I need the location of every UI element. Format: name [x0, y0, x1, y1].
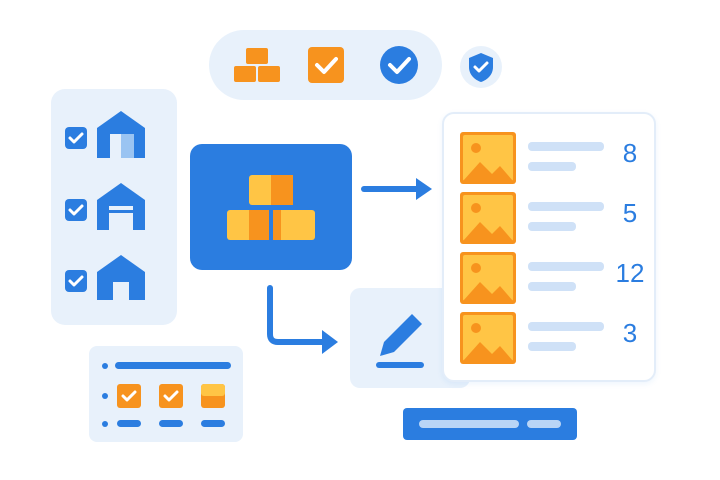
arrow-right-icon — [361, 178, 432, 200]
pencil-icon — [376, 314, 424, 368]
list-item[interactable]: 12 — [444, 252, 654, 308]
list-item[interactable]: 8 — [444, 132, 654, 188]
task-checklist-card — [89, 346, 243, 442]
image-thumbnail-icon — [460, 132, 516, 184]
item-count: 5 — [622, 198, 638, 228]
image-thumbnail-icon — [460, 192, 516, 244]
checkbox-partial-icon[interactable] — [201, 384, 225, 408]
check-square-icon — [308, 47, 344, 83]
warehouse-icon — [97, 255, 145, 300]
image-thumbnail-icon — [460, 252, 516, 304]
item-count: 12 — [615, 258, 645, 288]
checkbox-checked-icon[interactable] — [65, 270, 87, 292]
checkbox-checked-icon[interactable] — [117, 384, 141, 408]
shield-check-icon — [460, 46, 502, 88]
image-thumbnail-icon — [460, 312, 516, 364]
warehouse-icon — [97, 111, 145, 158]
item-title-line — [528, 262, 604, 271]
action-bar[interactable] — [403, 408, 577, 440]
item-count: 8 — [622, 138, 638, 168]
item-title-line — [528, 322, 604, 331]
item-subtitle-line — [528, 162, 576, 171]
status-pill — [209, 30, 442, 100]
action-bar-segment — [527, 420, 561, 428]
item-count: 3 — [622, 318, 638, 348]
stacked-boxes-icon — [227, 175, 315, 240]
checkbox-checked-icon[interactable] — [159, 384, 183, 408]
boxes-icon — [234, 48, 280, 82]
product-list: 8 5 12 3 — [442, 112, 656, 382]
action-bar-segment — [419, 420, 519, 428]
warehouse-icon — [97, 183, 145, 230]
item-title-line — [528, 142, 604, 151]
checkbox-checked-icon[interactable] — [65, 127, 87, 149]
item-subtitle-line — [528, 282, 576, 291]
item-title-line — [528, 202, 604, 211]
item-subtitle-line — [528, 222, 576, 231]
item-subtitle-line — [528, 342, 576, 351]
list-item[interactable]: 5 — [444, 192, 654, 248]
inventory-card[interactable] — [190, 144, 352, 270]
arrow-bend-right-icon — [267, 285, 338, 354]
warehouse-list — [51, 89, 177, 325]
check-circle-icon — [380, 46, 418, 84]
checkbox-checked-icon[interactable] — [65, 199, 87, 221]
list-item[interactable]: 3 — [444, 312, 654, 368]
